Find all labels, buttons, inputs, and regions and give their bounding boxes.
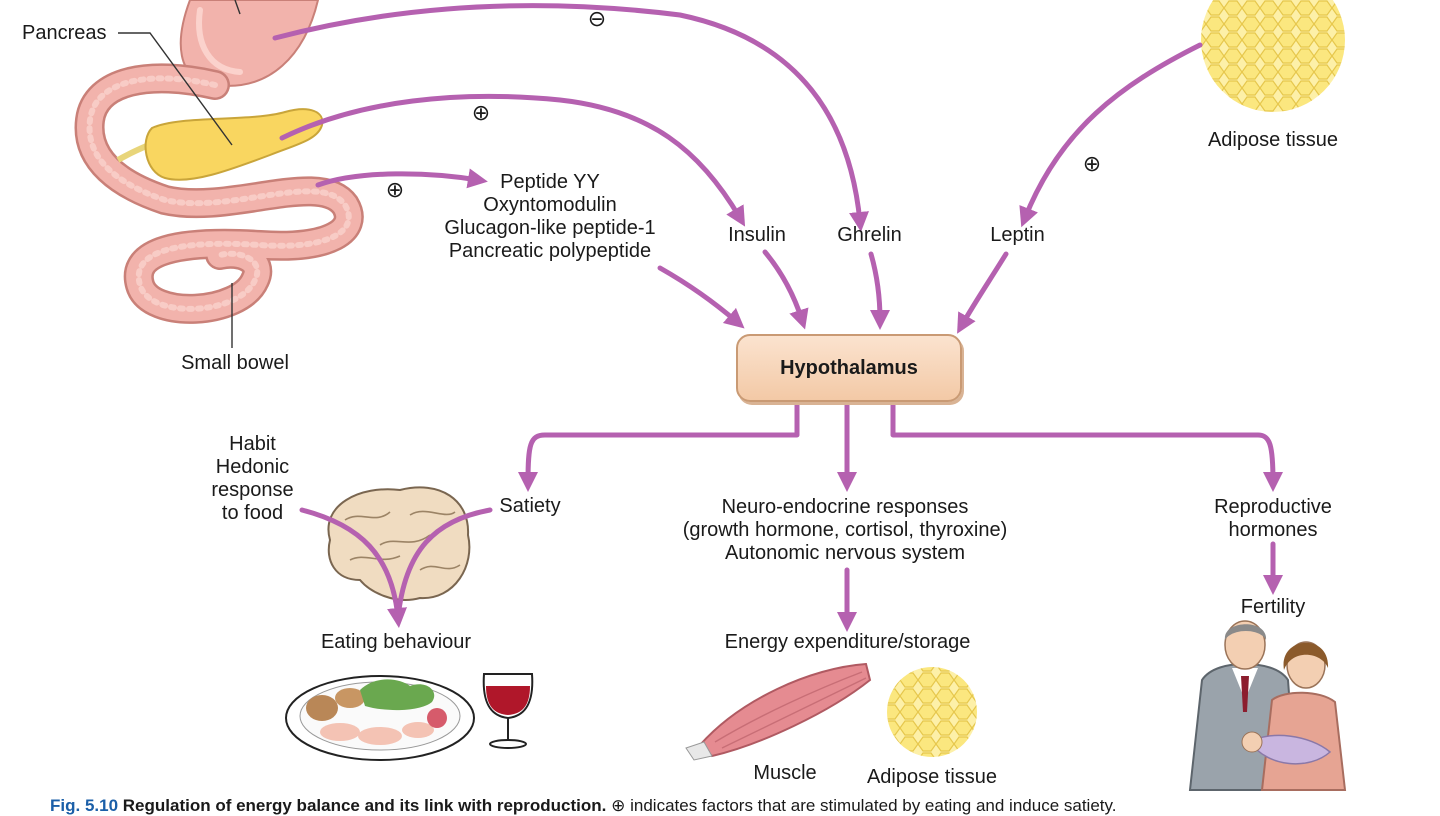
family-illustration — [1188, 620, 1347, 791]
label-gut-peptides: Peptide YY Oxyntomodulin Glucagon-like p… — [420, 171, 680, 263]
gut-peptide-3: Glucagon-like peptide-1 — [444, 217, 656, 239]
arrow-ghrelin — [272, 3, 869, 232]
adipose-tissue-top-illustration — [1201, 0, 1345, 112]
label-reproductive-hormones: Reproductive hormones — [1190, 496, 1356, 542]
figure-caption: Fig. 5.10 Regulation of energy balance a… — [50, 796, 1430, 816]
gut-peptide-4: Pancreatic polypeptide — [448, 240, 652, 262]
wine-glass-illustration — [482, 673, 534, 749]
caption-symbol: ⊕ — [611, 796, 626, 815]
caption-text: indicates factors that are stimulated by… — [630, 796, 1117, 815]
small-bowel-illustration — [74, 63, 364, 324]
arrow-insulin — [279, 93, 746, 227]
arrow-hypo-satiety — [518, 399, 800, 492]
arrow-habit-eating — [299, 507, 408, 628]
arrow-insulin-hypo — [762, 249, 809, 330]
sign-ghrelin: ⊖ — [587, 6, 607, 31]
label-satiety: Satiety — [499, 495, 561, 517]
adipose-tissue-bottom-illustration — [887, 667, 977, 757]
habit-line-3: response — [211, 479, 294, 501]
arrow-leptin — [1019, 42, 1203, 228]
neuro-line-1: Neuro-endocrine responses — [721, 496, 969, 518]
label-habit-hedonic: Habit Hedonic response to food — [195, 433, 310, 525]
arrow-satiety-eating — [395, 507, 493, 621]
plate-illustration — [285, 675, 475, 761]
pancreas-illustration — [116, 108, 324, 181]
caption-figure-number: Fig. 5.10 — [50, 796, 119, 815]
arrows — [272, 3, 1283, 632]
gut-peptide-1: Peptide YY — [500, 171, 600, 193]
muscle-illustration — [685, 662, 872, 761]
caption-title: Regulation of energy balance and its lin… — [122, 796, 607, 815]
sign-insulin: ⊕ — [471, 100, 491, 125]
leader-lines — [118, 0, 241, 348]
label-energy-expenditure: Energy expenditure/storage — [724, 631, 971, 653]
arrow-ghrelin-hypo — [868, 251, 890, 330]
reproductive-line-1: Reproductive — [1214, 496, 1332, 518]
neuro-line-3: Autonomic nervous system — [724, 542, 966, 564]
habit-line-4: to food — [221, 502, 284, 524]
sign-gut-peptides: ⊕ — [385, 177, 405, 202]
label-small-bowel: Small bowel — [181, 352, 289, 374]
arrow-hypo-reproductive — [890, 399, 1283, 492]
label-pancreas: Pancreas — [22, 22, 107, 44]
label-muscle: Muscle — [753, 762, 817, 784]
label-adipose-tissue-top: Adipose tissue — [1207, 129, 1339, 151]
brain-illustration — [327, 486, 471, 601]
reproductive-line-2: hormones — [1228, 519, 1318, 541]
hypothalamus-box: Hypothalamus — [736, 334, 962, 402]
label-adipose-tissue-bottom: Adipose tissue — [866, 766, 998, 788]
label-eating-behaviour: Eating behaviour — [320, 631, 472, 653]
neuro-line-2: (growth hormone, cortisol, thyroxine) — [682, 519, 1008, 541]
label-leptin: Leptin — [990, 224, 1045, 246]
label-ghrelin: Ghrelin — [837, 224, 902, 246]
label-fertility: Fertility — [1240, 596, 1306, 618]
arrow-gut-peptides — [315, 168, 488, 189]
arrow-leptin-hypo — [957, 251, 1009, 334]
label-insulin: Insulin — [728, 224, 786, 246]
gut-peptide-2: Oxyntomodulin — [483, 194, 617, 216]
habit-line-1: Habit — [229, 433, 276, 455]
arrow-peptides-hypo — [657, 265, 745, 329]
sign-leptin: ⊕ — [1082, 151, 1102, 176]
label-neuro-endocrine: Neuro-endocrine responses (growth hormon… — [640, 496, 1050, 565]
habit-line-2: Hedonic — [215, 456, 290, 478]
